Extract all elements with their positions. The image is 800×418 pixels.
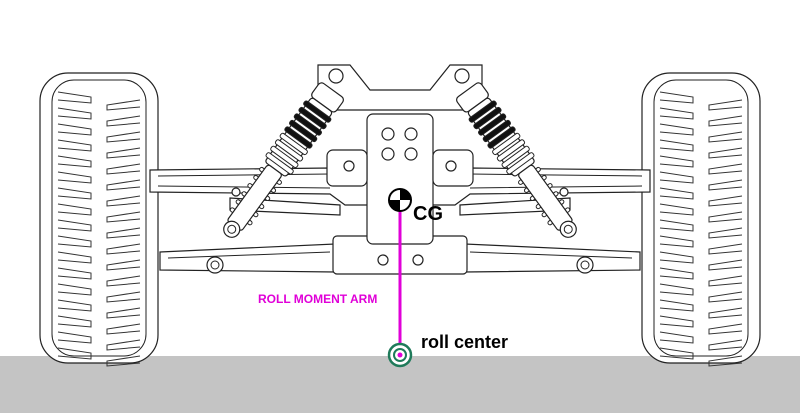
roll-moment-arm-label: ROLL MOMENT ARM [258, 292, 377, 306]
left-wheel [39, 72, 159, 367]
roll-center-symbol [387, 342, 413, 368]
cg-label: CG [413, 203, 443, 225]
cg-symbol [388, 188, 412, 212]
right-shock [456, 82, 577, 238]
right-wheel [641, 72, 761, 367]
roll-center-label: roll center [421, 332, 508, 352]
left-shock [223, 82, 344, 238]
